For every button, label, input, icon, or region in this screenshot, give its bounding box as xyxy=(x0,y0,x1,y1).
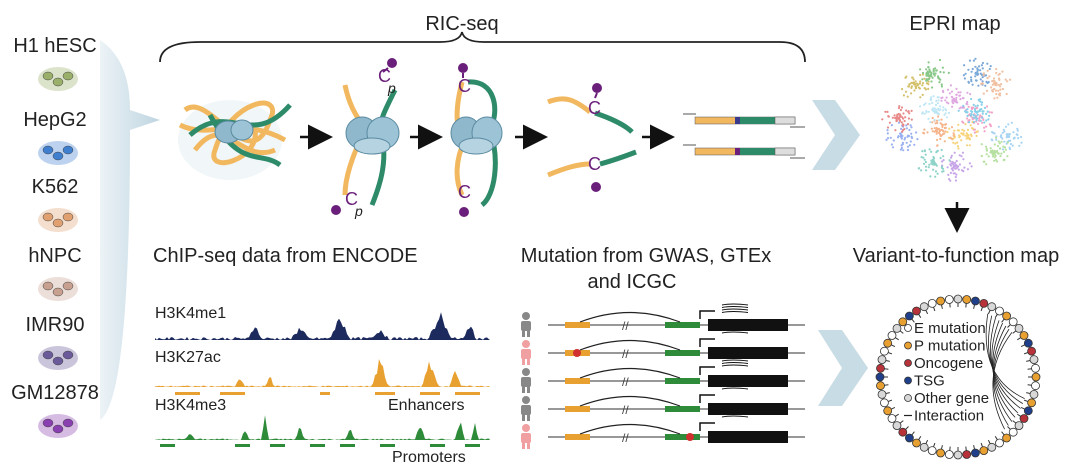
legend-label: TSG xyxy=(914,373,945,390)
legend-item: P mutation xyxy=(904,338,985,355)
mutation-row: // xyxy=(521,387,805,421)
cell-icon xyxy=(38,67,78,91)
cell-icon xyxy=(38,346,78,370)
cell-line-label: K562 xyxy=(32,176,79,198)
chip-tracks xyxy=(155,312,490,447)
step-3-proximity-ligation: C C xyxy=(450,63,503,217)
ric-seq-brace xyxy=(159,31,806,63)
mutation-row: // xyxy=(521,415,805,449)
cell-line-label: hNPC xyxy=(28,245,81,267)
mutation-title-line2: and ICGC xyxy=(588,271,677,293)
legend-label: Oncogene xyxy=(914,355,983,372)
svg-text://: // xyxy=(622,319,629,333)
svg-text:C: C xyxy=(458,76,471,96)
legend-label: E mutation xyxy=(914,320,986,337)
legend-label: Other gene xyxy=(914,390,989,407)
cell-icon xyxy=(38,277,78,301)
promoters-label: Promoters xyxy=(392,449,466,466)
svg-text:C: C xyxy=(588,98,601,118)
svg-text://: // xyxy=(622,375,629,389)
svg-text:C: C xyxy=(345,189,358,209)
svg-text:C: C xyxy=(588,154,601,174)
legend-label: P mutation xyxy=(914,338,985,355)
mutation-row: // xyxy=(521,303,805,337)
epri-map-cluster xyxy=(881,57,1023,182)
svg-text://: // xyxy=(622,431,629,445)
mutation-row: // xyxy=(521,331,805,365)
track-label-h3k27ac: H3K27ac xyxy=(155,349,221,366)
svg-text:C: C xyxy=(458,182,471,202)
v2f-circle xyxy=(875,294,1041,460)
cell-icon xyxy=(38,208,78,232)
probe-label-bottom: p xyxy=(354,203,363,219)
step-1-rna-complex xyxy=(178,100,292,180)
epri-title: EPRI map xyxy=(909,13,1000,35)
cell-line-label: IMR90 xyxy=(26,314,85,336)
cell-line-label: GM12878 xyxy=(11,382,99,404)
svg-text://: // xyxy=(622,403,629,417)
probe-label-top: p xyxy=(387,80,396,96)
mutation-row: // xyxy=(521,359,805,393)
step-5-sequencing-reads xyxy=(683,113,805,159)
cell-icon xyxy=(38,414,78,438)
track-label-h3k4me3: H3K4me3 xyxy=(155,397,226,414)
funnel-arrow xyxy=(100,40,160,420)
arrow-to-epri xyxy=(812,100,860,170)
chip-signal xyxy=(155,359,490,387)
legend-item: Interaction xyxy=(904,408,984,425)
svg-text:C: C xyxy=(378,66,391,86)
arrow-to-v2f xyxy=(818,330,868,406)
svg-text://: // xyxy=(622,347,629,361)
ric-seq-title: RIC-seq xyxy=(425,13,498,35)
cell-line-label: HepG2 xyxy=(23,109,86,131)
legend-item: TSG xyxy=(904,373,945,390)
legend-item: E mutation xyxy=(904,320,986,337)
step-2-pcp-ligation: C p C p xyxy=(331,58,400,219)
mutation-title-line1: Mutation from GWAS, GTEx xyxy=(521,245,771,267)
legend-label: Interaction xyxy=(914,408,984,425)
mutation-rows: // // // // // xyxy=(521,303,805,449)
chip-title: ChIP-seq data from ENCODE xyxy=(153,245,418,267)
step-4-fragments: C C xyxy=(547,83,637,192)
legend-item: Other gene xyxy=(904,390,989,407)
enhancers-label: Enhancers xyxy=(388,397,465,414)
legend-item: Oncogene xyxy=(904,355,983,372)
v2f-title: Variant-to-function map xyxy=(853,245,1059,267)
cell-line-label: H1 hESC xyxy=(13,35,96,57)
cell-icon xyxy=(38,141,78,165)
track-label-h3k4me1: H3K4me1 xyxy=(155,305,226,322)
chip-signal xyxy=(155,415,490,440)
